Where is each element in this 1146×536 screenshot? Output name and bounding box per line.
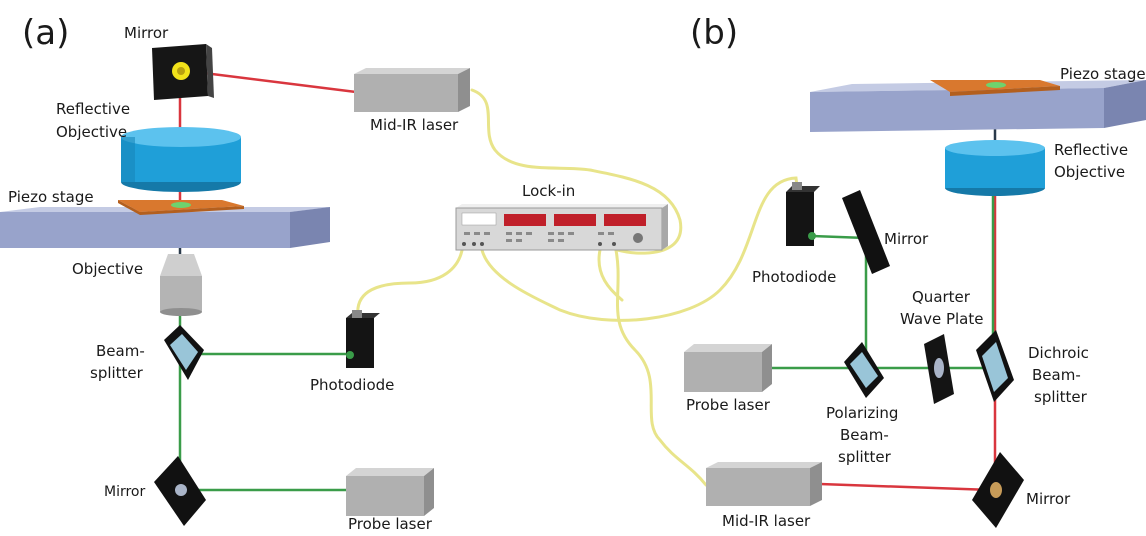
reflective-objective-b-label-1: Reflective [1054,141,1128,159]
cable-lockin-to-photodiode-b [480,176,799,322]
stage-slab-b [810,80,1146,132]
polarizing-beamsplitter [844,342,884,398]
quarter-wave-plate [924,334,954,404]
quarter-wave-plate-label-1: Quarter [912,288,971,306]
dichroic-beamsplitter-label-3: splitter [1034,388,1088,406]
midir-beam-b-horizontal [819,482,993,492]
mirror-bottom-a [154,456,206,526]
beamsplitter-a [164,325,204,380]
lockin-knob [633,233,643,243]
quarter-wave-plate-label-2: Wave Plate [900,310,983,328]
objective-a-label: Objective [72,260,143,278]
reflective-objective-a [121,127,241,192]
piezo-stage-b-label: Piezo stage [1060,65,1146,83]
photodiode-a [346,310,380,368]
dichroic-beamsplitter-label-2: Beam- [1032,366,1081,384]
cable-lockin-loop [597,248,624,302]
reflective-objective-b-label-2: Objective [1054,163,1125,181]
reflective-objective-b [945,140,1045,196]
mirror-bottom-b [972,452,1024,528]
dichroic-beamsplitter-label-1: Dichroic [1028,344,1089,362]
panel-a-label: (a) [22,13,69,53]
piezo-stage-a-label: Piezo stage [8,188,94,206]
mirror-top-b [842,190,890,274]
photodiode-b [786,182,820,246]
cable-midir-a-to-lockin [470,88,683,255]
cable-photodiode-a-to-lockin [356,243,465,318]
panel-b: (b) Piezo stage Reflectiv [684,13,1146,530]
objective-a [160,254,202,316]
mirror-bottom-b-label: Mirror [1026,490,1071,508]
lockin-amplifier [455,204,668,251]
mirror-top-a [152,44,214,100]
beamsplitter-a-label-1: Beam- [96,342,145,360]
beamsplitter-a-label-2: splitter [90,364,144,382]
reflective-objective-a-label-2: Objective [56,123,127,141]
probe-laser-a-label: Probe laser [348,515,433,531]
photodiode-b-label: Photodiode [752,268,836,286]
probe-beam-b-to-pd [811,234,867,240]
midir-laser-b [706,462,822,506]
probe-laser-b-label: Probe laser [686,396,771,414]
dichroic-beamsplitter [976,330,1014,402]
lockin-display-3 [604,214,646,226]
midir-laser-a-label: Mid-IR laser [370,116,459,134]
stage-slab-a [0,200,330,248]
photodiode-a-label: Photodiode [310,376,394,394]
lockin-label: Lock-in [522,182,575,200]
probe-laser-b [684,344,772,392]
mirror-top-b-label: Mirror [884,230,929,248]
panel-a: (a) Mirror Reflective Objective [0,13,470,533]
signal-cables [356,88,799,487]
panel-b-label: (b) [690,13,738,53]
reflective-objective-a-label-1: Reflective [56,100,130,118]
lockin-display-1 [504,214,546,226]
polarizing-beamsplitter-label-2: Beam- [840,426,889,444]
mirror-bottom-a-label: Mirror [104,484,145,500]
probe-laser-a [346,468,434,516]
midir-laser-a [354,68,470,112]
midir-laser-b-label: Mid-IR laser [722,512,811,530]
polarizing-beamsplitter-label-1: Polarizing [826,404,898,422]
lockin-display-2 [554,214,596,226]
mirror-top-a-label: Mirror [124,24,169,42]
polarizing-beamsplitter-label-3: splitter [838,448,892,466]
